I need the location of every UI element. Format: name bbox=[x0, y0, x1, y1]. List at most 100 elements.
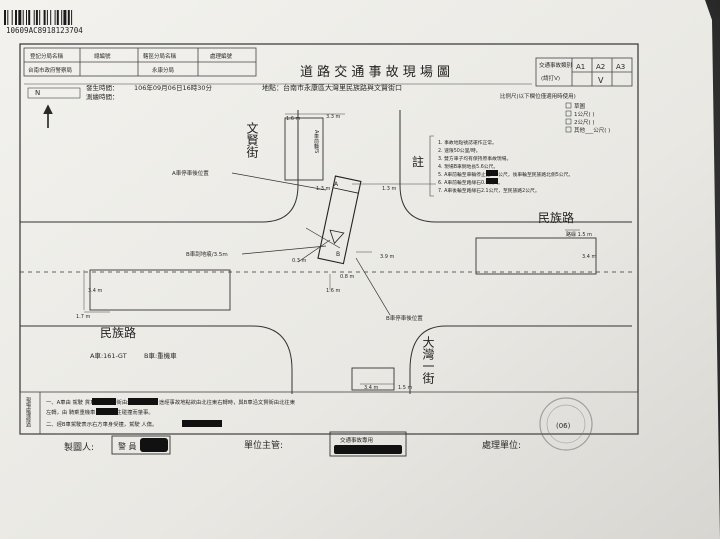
official-seal-icon bbox=[539, 397, 593, 451]
header-cell-1: 登記分局名稱 bbox=[30, 52, 64, 60]
accident-type-sub: (請打V) bbox=[541, 74, 560, 82]
barcode-bar bbox=[26, 10, 27, 25]
redaction-desc-1 bbox=[92, 398, 116, 405]
legend-options bbox=[565, 102, 572, 133]
barcode bbox=[4, 10, 73, 25]
measure-4: 1.3 m bbox=[382, 186, 397, 192]
median-top-text: A車前輪/S bbox=[313, 130, 319, 153]
barcode-bar bbox=[54, 10, 56, 25]
supervisor-box bbox=[329, 431, 407, 457]
description-line-1: 一、A車由 駕駛 貨車，沿文賢街由北往南直行，途經事故地點欲由北往東右轉時，與B… bbox=[46, 398, 296, 406]
b-slide-label: B車刮地痕/3.5m bbox=[186, 250, 228, 258]
measure-11: 3.4 m bbox=[582, 254, 597, 260]
note-line-4: 4. 現場B車倒地長5.6公尺。 bbox=[438, 163, 498, 170]
redaction-desc-2 bbox=[128, 398, 158, 405]
barcode-bar bbox=[71, 10, 73, 25]
measure-9: 1.7 m bbox=[76, 314, 91, 320]
header-value-police: 台南市政府警察局 bbox=[28, 66, 72, 74]
header-cell-3: 轄區分局名稱 bbox=[143, 52, 177, 60]
barcode-bar bbox=[11, 10, 13, 25]
legend-option-1: 草圖 bbox=[574, 102, 586, 110]
drawer-box bbox=[111, 435, 171, 455]
measure-8: 3.4 m bbox=[88, 288, 103, 294]
a-stop-label: A車停車後位置 bbox=[172, 169, 209, 177]
description-line-3: 二、經B車駕駛表示右方車身受撞，駕駛 人傷。 bbox=[46, 420, 157, 428]
accident-type-mark-a2: V bbox=[598, 76, 604, 85]
vehicle-b-mark: B bbox=[336, 251, 340, 258]
barcode-bar bbox=[50, 10, 52, 25]
barcode-bar bbox=[56, 10, 59, 25]
description-side-label: 現場處理經過 bbox=[25, 397, 31, 428]
page-title: 道 路 交 通 事 故 現 場 圖 bbox=[300, 64, 450, 80]
redaction-desc-3 bbox=[96, 408, 118, 415]
note-line-1: 1. 事故地點號誌運作正常。 bbox=[438, 139, 497, 146]
road-network bbox=[20, 110, 632, 394]
description-frame bbox=[19, 391, 639, 435]
note-line-6: 6. A車前輪至路緣石0.8公尺。 bbox=[438, 179, 503, 186]
median-bottom bbox=[351, 367, 395, 391]
measure-10: 路緣 1.5 m bbox=[566, 231, 592, 238]
measure-7: 0.3 m bbox=[292, 258, 307, 264]
redaction-drawer bbox=[140, 438, 168, 452]
barcode-bar bbox=[22, 10, 24, 25]
redaction-notes bbox=[486, 170, 498, 176]
accident-type-a1: A1 bbox=[576, 63, 585, 71]
occurrence-value: 106年09月06日16時30分 bbox=[134, 83, 212, 92]
road-name-dawan: 大灣一街 bbox=[421, 336, 435, 384]
road-name-minzu-right: 民族路 bbox=[538, 210, 574, 225]
barcode-bar bbox=[61, 10, 63, 25]
leader-lines bbox=[231, 172, 391, 316]
location-text: 地點：台南市永康區大灣里民族路與文賢街口 bbox=[262, 83, 402, 92]
redaction-supervisor bbox=[334, 445, 402, 454]
occurrence-label: 發生時間： bbox=[86, 83, 119, 92]
note-line-3: 3. 雙方車子均有保持原事故現場。 bbox=[438, 155, 511, 162]
supervisor-label: 單位主管: bbox=[244, 439, 283, 451]
barcode-bar bbox=[39, 10, 41, 25]
survey-label: 測繪時間： bbox=[86, 92, 119, 101]
measure-12: 3.4 m bbox=[364, 385, 379, 391]
legend-option-2: 1公尺( ) bbox=[574, 111, 595, 118]
barcode-text: 10609AC8918123704 bbox=[6, 26, 83, 35]
barcode-bar bbox=[28, 10, 31, 25]
seal-text: (06) bbox=[556, 422, 571, 430]
unit-label: 處理單位: bbox=[482, 439, 521, 451]
road-name-wenxian: 文賢街 bbox=[245, 121, 259, 158]
barcode-bar bbox=[63, 10, 67, 25]
barcode-bar bbox=[33, 10, 35, 25]
notes-bracket bbox=[429, 135, 434, 197]
header-cell-4: 處理編號 bbox=[210, 52, 233, 60]
measure-3: 1.3 m bbox=[316, 186, 331, 192]
barcode-bar bbox=[4, 10, 6, 25]
barcode-bar bbox=[18, 10, 22, 25]
barcode-bar bbox=[67, 10, 70, 25]
supervisor-box-title: 交通事故專用 bbox=[340, 436, 373, 444]
legend-option-3: 2公尺( ) bbox=[574, 119, 595, 126]
drawer-label: 製圖人: bbox=[64, 441, 94, 453]
measure-14: 0.8 m bbox=[340, 274, 355, 280]
drawer-value: 警 員 bbox=[118, 441, 137, 451]
accident-type-box bbox=[535, 57, 633, 87]
header-value-branch: 永康分局 bbox=[152, 66, 174, 74]
road-name-minzu-left: 民族路 bbox=[100, 325, 136, 340]
barcode-bar bbox=[43, 10, 46, 25]
notes-heading: 註 bbox=[412, 155, 424, 169]
accident-type-a3: A3 bbox=[616, 63, 625, 71]
vehicle-a-type: A車:161-GT bbox=[90, 351, 127, 360]
accident-type-a2: A2 bbox=[596, 63, 605, 71]
redaction-desc-4 bbox=[182, 420, 222, 427]
measure-5: 3.9 m bbox=[380, 254, 395, 260]
median-top bbox=[284, 117, 324, 181]
b-stop-label: B車停車後位置 bbox=[386, 314, 423, 322]
header-cell-2: 總編號 bbox=[94, 52, 111, 60]
note-line-5: 5. A車前輪至車輛停止處1.8公尺，後車輪至民族路北側5公尺。 bbox=[438, 171, 573, 178]
median-left bbox=[89, 269, 231, 311]
redaction-notes-2 bbox=[486, 178, 498, 184]
note-line-7: 7. A車後輪至路緣石2.1公尺，至民族路2公尺。 bbox=[438, 187, 540, 194]
measure-6: 1.6 m bbox=[326, 288, 341, 294]
barcode-bar bbox=[46, 10, 48, 25]
north-label: N bbox=[35, 89, 40, 97]
vehicle-a-mark: A bbox=[334, 181, 339, 188]
barcode-bar bbox=[15, 10, 17, 25]
